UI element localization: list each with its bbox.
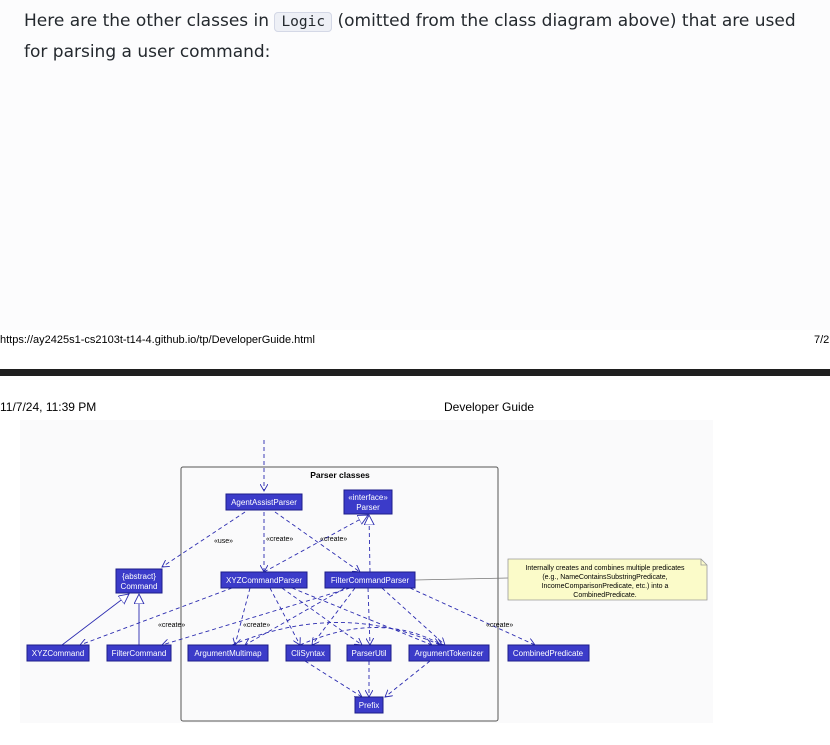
class-command-abstract: {abstract} Command	[115, 568, 163, 594]
class-cli-syntax: CliSyntax	[285, 644, 331, 662]
label-create-5: «create»	[486, 622, 513, 629]
inline-code-logic: Logic	[274, 12, 333, 32]
intro-paragraph: Here are the other classes in Logic (omi…	[24, 6, 814, 67]
label-create-2: «create»	[320, 536, 347, 543]
filter-to-tokenizer	[381, 587, 445, 645]
predicate-note: Internally creates and combines multiple…	[507, 558, 708, 601]
print-footer-page-number: 7/2	[814, 334, 830, 346]
note-line-2: (e.g., NameContainsSubstringPredicate,	[542, 574, 667, 581]
tokenizer-to-prefix	[385, 660, 431, 697]
clisyntax-to-prefix	[304, 660, 362, 697]
svg-text:«interface»: «interface»	[348, 493, 388, 502]
page-break-divider	[0, 369, 830, 376]
svg-text:XYZCommand: XYZCommand	[32, 649, 84, 658]
note-line-3: IncomeComparisonPredicate, etc.) into a	[542, 583, 669, 590]
create-filter-parser-arrow	[274, 511, 360, 572]
print-header-date: 11/7/24, 11:39 PM	[0, 400, 97, 414]
class-xyz-command: XYZCommand	[26, 644, 90, 662]
xyz-to-parserutil	[281, 587, 362, 645]
clisyntax-tokenizer-curve	[299, 627, 442, 646]
svg-text:CliSyntax: CliSyntax	[291, 649, 325, 658]
class-combined-predicate: CombinedPredicate	[507, 644, 590, 662]
svg-text:Command: Command	[121, 582, 158, 591]
label-create-3: «create»	[158, 622, 185, 629]
print-footer-url: https://ay2425s1-cs2103t-t14-4.github.io…	[0, 334, 315, 346]
filter-to-multimap	[245, 587, 346, 645]
create-filter-command-arrow	[162, 587, 351, 645]
document-page-top: Here are the other classes in Logic (omi…	[0, 0, 830, 330]
label-use: «use»	[214, 538, 233, 545]
class-xyz-command-parser: XYZCommandParser	[220, 571, 308, 589]
svg-text:ArgumentMultimap: ArgumentMultimap	[194, 649, 262, 658]
class-argument-multimap: ArgumentMultimap	[187, 644, 269, 662]
svg-text:ParserUtil: ParserUtil	[351, 649, 386, 658]
diagram-relationships	[61, 440, 535, 697]
svg-text:AgentAssistParser: AgentAssistParser	[231, 498, 297, 507]
note-connector	[414, 577, 509, 581]
print-header-title: Developer Guide	[444, 400, 535, 414]
class-filter-command: FilterCommand	[106, 644, 172, 662]
filter-parser-implements	[369, 515, 370, 573]
create-combined-predicate-arrow	[409, 587, 535, 645]
filter-to-clisyntax	[312, 587, 356, 645]
class-prefix: Prefix	[354, 696, 384, 714]
class-argument-tokenizer: ArgumentTokenizer	[408, 644, 490, 662]
note-line-4: CombinedPredicate.	[573, 592, 636, 599]
create-xyz-command-arrow	[80, 587, 233, 645]
intro-text-after: (omitted from the class diagram above) t…	[24, 11, 796, 62]
svg-text:FilterCommand: FilterCommand	[112, 649, 167, 658]
svg-text:ArgumentTokenizer: ArgumentTokenizer	[415, 649, 484, 658]
xyz-to-clisyntax	[269, 587, 300, 645]
svg-text:Prefix: Prefix	[359, 701, 379, 710]
parser-package-frame	[180, 466, 499, 722]
note-line-1: Internally creates and combines multiple…	[525, 565, 685, 572]
svg-text:Parser: Parser	[356, 503, 380, 512]
label-create-1: «create»	[266, 536, 293, 543]
xyz-parser-implements	[263, 515, 368, 573]
svg-text:FilterCommandParser: FilterCommandParser	[331, 576, 410, 585]
class-filter-command-parser: FilterCommandParser	[324, 571, 416, 589]
class-parser-interface: «interface» Parser	[343, 489, 393, 515]
xyz-to-multimap	[235, 587, 251, 645]
svg-text:CombinedPredicate: CombinedPredicate	[513, 649, 584, 658]
svg-text:XYZCommandParser: XYZCommandParser	[226, 576, 302, 585]
use-arrow	[162, 511, 246, 567]
class-parser-util: ParserUtil	[346, 644, 392, 662]
intro-text-before: Here are the other classes in	[24, 11, 275, 31]
xyz-to-tokenizer	[291, 587, 432, 645]
filter-to-parserutil	[368, 587, 370, 645]
svg-text:{abstract}: {abstract}	[122, 572, 156, 581]
xyz-command-extends	[61, 594, 129, 646]
class-agent-assist-parser: AgentAssistParser	[225, 493, 303, 511]
label-create-4: «create»	[243, 622, 270, 629]
package-title: Parser classes	[310, 470, 370, 480]
